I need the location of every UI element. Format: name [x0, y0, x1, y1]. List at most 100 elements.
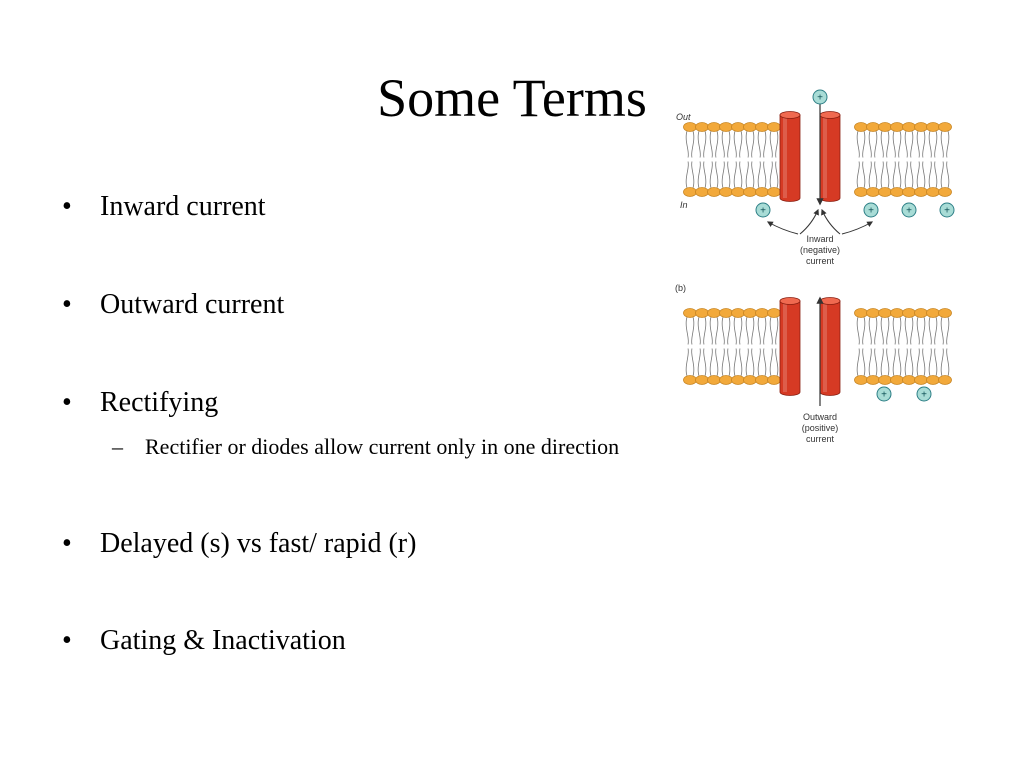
lipid-tails — [709, 130, 719, 189]
lipid-head — [854, 187, 868, 197]
ion-circle — [812, 89, 828, 105]
lipid-head — [743, 375, 757, 385]
lipid-head — [926, 375, 940, 385]
channel-left-cylinder — [779, 111, 801, 202]
caption-b-line1: Outward — [803, 412, 837, 422]
lipid-head — [890, 187, 904, 197]
lipid-tails — [685, 130, 695, 189]
lipid-head — [683, 308, 697, 318]
lipid-tails — [940, 316, 950, 377]
caption-arrow-right — [841, 221, 874, 235]
in-label: In — [680, 200, 688, 210]
lipid-head — [902, 122, 916, 132]
lipid-head — [878, 122, 892, 132]
ion-plus-sign: + — [921, 390, 927, 401]
lipid-head — [914, 187, 928, 197]
lipid-tails — [904, 130, 914, 189]
lipid-head — [938, 308, 952, 318]
lipid-head — [926, 308, 940, 318]
lipid-head — [683, 122, 697, 132]
ion-out-2: + — [916, 386, 932, 402]
lipid-tails — [916, 130, 926, 189]
channel-top — [779, 111, 801, 119]
lipid-head — [767, 308, 781, 318]
lipid-tails — [880, 130, 890, 189]
lipid-tails — [733, 130, 743, 189]
lipid-head — [695, 308, 709, 318]
ion-plus-sign: + — [906, 206, 912, 217]
lipid-head — [755, 187, 769, 197]
lipid-head — [707, 308, 721, 318]
panel-b-label: (b) — [675, 283, 686, 293]
ion-circle — [901, 202, 917, 218]
channel-highlight — [783, 115, 787, 198]
lipid-head — [743, 187, 757, 197]
lipid-tails — [856, 316, 866, 377]
bullet-text: Inward current — [100, 191, 266, 222]
lipid-head — [902, 308, 916, 318]
lipid-tails — [757, 130, 767, 189]
lipid-tails — [733, 316, 743, 377]
lipid-head — [926, 187, 940, 197]
lipid-head — [878, 308, 892, 318]
sub-bullet-rectifier: – Rectifier or diodes allow current only… — [112, 432, 619, 462]
ion-in-2: + — [863, 202, 879, 218]
lipid-tails — [868, 130, 878, 189]
channel-top — [779, 297, 801, 305]
ion-plus-sign: + — [944, 206, 950, 217]
bullet-outward-current: • Outward current — [62, 288, 284, 322]
channel-body — [779, 300, 801, 396]
channel-highlight — [823, 301, 827, 392]
lipid-tails — [745, 316, 755, 377]
lipid-head — [767, 122, 781, 132]
lipid-head — [878, 375, 892, 385]
lipid-head — [695, 122, 709, 132]
lipid-head — [719, 122, 733, 132]
lipid-head — [695, 187, 709, 197]
lipid-head — [866, 375, 880, 385]
lipid-head — [695, 375, 709, 385]
lipid-head — [866, 187, 880, 197]
ion-in-3: + — [901, 202, 917, 218]
lipid-tails — [721, 130, 731, 189]
channel-left-cylinder — [779, 297, 801, 396]
bullet-text: Outward current — [100, 289, 285, 320]
ion-circle — [939, 202, 955, 218]
ion-plus-sign: + — [881, 390, 887, 401]
sub-bullet-text: Rectifier or diodes allow current only i… — [145, 434, 620, 459]
lipid-head — [755, 122, 769, 132]
channel-right-cylinder — [819, 111, 841, 202]
lipid-head — [731, 122, 745, 132]
lipid-head — [707, 375, 721, 385]
lipid-head — [767, 187, 781, 197]
lipid-head — [890, 375, 904, 385]
membrane-b — [683, 308, 952, 385]
sub-bullet-marker: – — [112, 434, 123, 459]
lipid-tails — [868, 316, 878, 377]
caption-a-line2: (negative) — [800, 245, 840, 255]
lipid-tails — [721, 316, 731, 377]
lipid-head — [866, 122, 880, 132]
spread-arrow-right — [821, 208, 841, 235]
ion-plus-sign: + — [868, 206, 874, 217]
out-label: Out — [676, 112, 691, 122]
lipid-head — [854, 375, 868, 385]
channel-a — [779, 111, 841, 202]
lipid-head — [938, 375, 952, 385]
bullet-text: Rectifying — [100, 387, 219, 418]
bullet-text: Delayed (s) vs fast/ rapid (r) — [100, 528, 417, 559]
bullet-marker: • — [62, 387, 72, 418]
lipid-tails — [697, 130, 707, 189]
lipid-head — [731, 187, 745, 197]
lipid-tails — [880, 316, 890, 377]
lipid-head — [719, 187, 733, 197]
bullet-marker: • — [62, 528, 72, 559]
ion-out-1: + — [876, 386, 892, 402]
lipid-head — [866, 308, 880, 318]
ion-circle — [755, 202, 771, 218]
ion-circle — [876, 386, 892, 402]
lipid-head — [878, 187, 892, 197]
lipid-head — [755, 375, 769, 385]
lipid-head — [707, 187, 721, 197]
ion-circle — [916, 386, 932, 402]
